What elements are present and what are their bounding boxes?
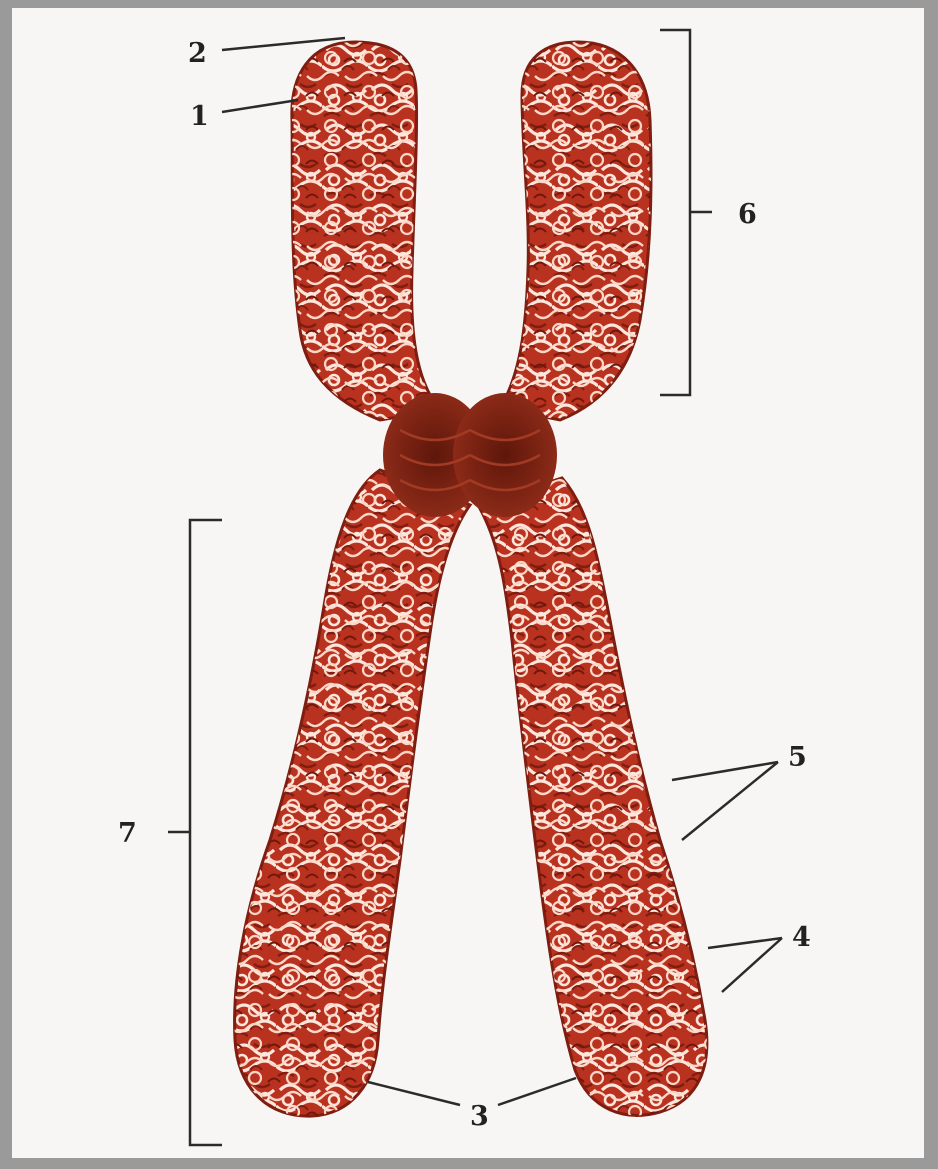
centromere <box>383 393 557 517</box>
label-7: 7 <box>118 818 137 849</box>
label-6: 6 <box>738 199 757 230</box>
figure-background <box>12 8 924 1158</box>
label-2: 2 <box>188 38 207 69</box>
label-5: 5 <box>788 742 807 773</box>
label-4: 4 <box>792 922 811 953</box>
label-1: 1 <box>190 101 209 132</box>
label-3: 3 <box>470 1101 489 1132</box>
